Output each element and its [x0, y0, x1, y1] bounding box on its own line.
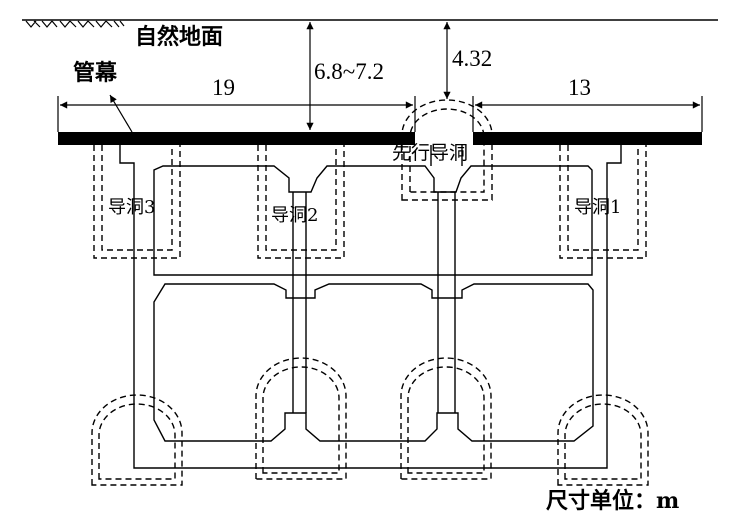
middle-slab	[153, 283, 594, 442]
pilot-tunnel-3-outline	[93, 145, 181, 259]
bottom-tunnel-mid-right-outline	[400, 357, 492, 480]
pipe-roof-right	[473, 132, 702, 145]
pipe-roof-left	[58, 132, 415, 145]
outer-frame	[119, 145, 622, 469]
left-span-label: 19	[212, 75, 235, 100]
ground-hatch	[25, 20, 125, 28]
upper-slab	[153, 165, 593, 276]
bottom-tunnel-left-outline	[91, 394, 183, 486]
pipe-roof-leader	[109, 94, 133, 133]
pilot-tunnel-1-outline	[559, 145, 647, 259]
column-right	[437, 192, 456, 413]
pilot-tunnel-2-label: 导洞2	[271, 205, 319, 226]
bottom-tunnel-right-outline	[557, 394, 649, 486]
pilot-depth-label: 4.32	[452, 46, 493, 71]
pipe-roof-label: 管幕	[73, 60, 118, 86]
station-structure	[119, 145, 622, 469]
right-span-label: 13	[568, 75, 591, 100]
cover-depth-label: 6.8~7.2	[314, 59, 384, 84]
advance-pilot-tunnel-label: 先行导洞	[392, 142, 469, 164]
bottom-tunnel-mid-left-outline	[255, 357, 347, 480]
pilot-tunnel-2-outline	[257, 145, 345, 259]
unit-note: 尺寸单位：m	[546, 488, 680, 514]
pilot-tunnel-1-label: 导洞1	[574, 197, 622, 218]
ground-surface-label: 自然地面	[135, 24, 224, 50]
column-left	[292, 192, 307, 413]
advance-pilot-tunnel-outline	[401, 99, 493, 201]
pilot-tunnel-3-label: 导洞3	[108, 197, 156, 218]
